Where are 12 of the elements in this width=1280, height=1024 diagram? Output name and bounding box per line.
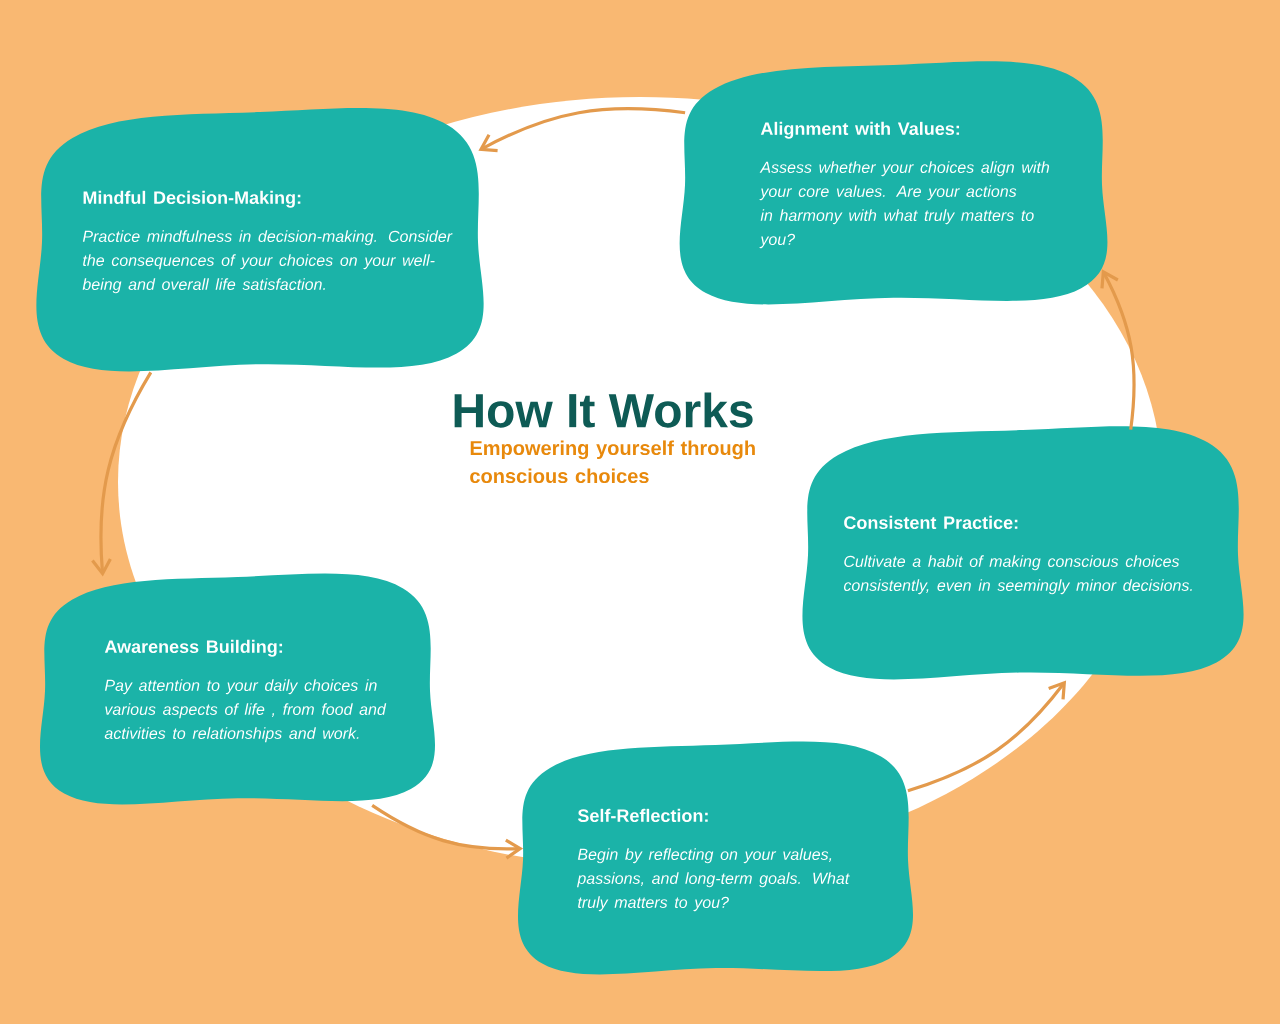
blob-box: Consistent Practice: Cultivate a habit of making conscious choices consistently, even in seemingly minor decisions. bbox=[802, 426, 1244, 680]
blob-box: Alignment with Values: Assess whether your choices align with your core values. Are your actions in harmony with what truly matters to you? bbox=[679, 61, 1108, 305]
arrow bbox=[907, 680, 1067, 793]
arrow bbox=[91, 371, 153, 577]
title: How It Works bbox=[454, 392, 753, 428]
arrow bbox=[478, 107, 686, 153]
blob-box: Mindful Decision-Making: Practice mindfulness in decision-making. Consider the consequences of your choices on your well-being and overall life satisfaction. bbox=[36, 108, 484, 372]
blob-box: Self-Reflection: Begin by reflecting on your values, passions, and long-term goals. What truly matters to you? bbox=[518, 741, 913, 975]
blob-box: Awareness Building: Pay attention to your daily choices in various aspects of life , from food and activities to relationships and work. bbox=[40, 573, 435, 805]
subtitle: Empowering yourself through conscious choices bbox=[470, 440, 755, 484]
arrow bbox=[1100, 269, 1136, 430]
arrow bbox=[371, 804, 524, 860]
